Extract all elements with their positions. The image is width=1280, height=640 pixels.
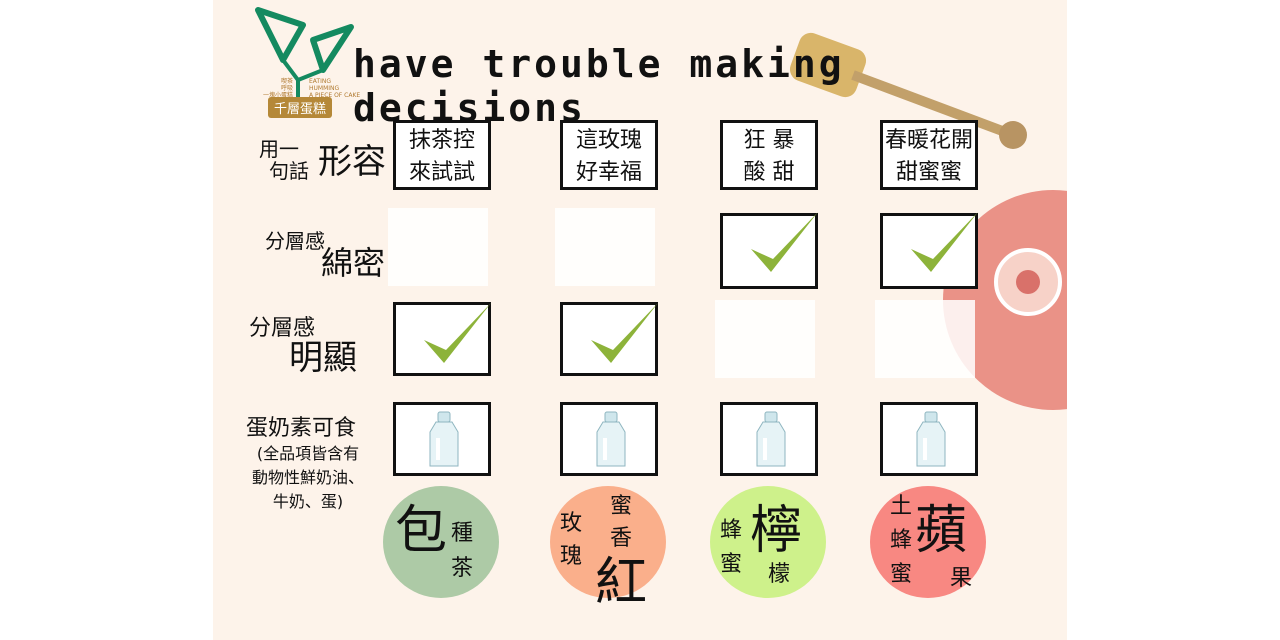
flavor-circle	[550, 486, 666, 598]
flavor-name-char: 蜜	[890, 562, 913, 587]
flavor-name-big: 紅	[595, 553, 648, 613]
row-label-describe-big: 形容	[318, 142, 386, 182]
flavor-name-char: 蜂	[720, 518, 743, 543]
flavor-circle	[710, 486, 826, 598]
flavor-name-big: 檸	[750, 501, 803, 561]
row-label-describe: 用一句話	[259, 137, 309, 183]
sprout-logo-icon	[255, 7, 354, 105]
veg-box	[560, 402, 658, 476]
flavor-circle	[383, 486, 499, 598]
empty-cell	[555, 208, 655, 286]
describe-box: 春暖花開甜蜜蜜	[880, 120, 978, 190]
row-label-veg: 蛋奶素可食	[246, 416, 357, 441]
row-label-dense-big: 綿密	[321, 244, 386, 282]
flavor-name-char: 檬	[768, 562, 791, 587]
flavor-name-char: 蜜	[720, 552, 743, 577]
flavor-name-big: 蘋	[915, 501, 968, 561]
flavor-name-char: 香	[610, 526, 633, 551]
veg-box	[880, 402, 978, 476]
flavor-name-char: 蜜	[610, 494, 633, 519]
row-label-dense: 分層感	[265, 229, 325, 253]
check-icon	[583, 295, 663, 379]
milk-bottle-icon	[591, 410, 631, 474]
dense-box	[880, 212, 978, 289]
flavor-name-big: 包	[395, 501, 448, 561]
empty-cell	[875, 300, 975, 378]
veg-box	[720, 402, 818, 476]
flavor-circle	[870, 486, 986, 598]
logo-zh: 喫茶呼吸一塊小蛋糕	[262, 78, 293, 99]
flavor-name-char: 果	[950, 566, 973, 591]
empty-cell	[715, 300, 815, 378]
dense-box	[720, 212, 818, 289]
flavor-name-char: 蜂	[890, 528, 913, 553]
check-icon	[743, 204, 823, 288]
flavor-name-char: 種	[451, 521, 474, 546]
logo-brand: 千層蛋糕	[268, 97, 333, 118]
page-title: have trouble making decisions	[353, 42, 845, 130]
row-label-distinct-big: 明顯	[289, 338, 357, 378]
flavor-name-char: 茶	[451, 556, 474, 581]
row-label-veg-note: (全品項皆含有動物性鮮奶油、牛奶、蛋)	[251, 444, 364, 511]
check-icon	[416, 295, 496, 379]
flavor-name-char: 土	[890, 494, 913, 519]
describe-box: 抹茶控來試試	[393, 120, 491, 190]
milk-bottle-icon	[424, 410, 464, 474]
veg-box	[393, 402, 491, 476]
distinct-box	[560, 302, 658, 376]
empty-cell	[388, 208, 488, 286]
row-label-distinct: 分層感	[249, 316, 316, 341]
distinct-box	[393, 302, 491, 376]
check-icon	[903, 204, 983, 288]
flavor-name-char: 玫	[560, 511, 583, 536]
describe-box: 狂 暴酸 甜	[720, 120, 818, 190]
milk-bottle-icon	[911, 410, 951, 474]
describe-box: 這玫瑰好幸福	[560, 120, 658, 190]
milk-bottle-icon	[751, 410, 791, 474]
flavor-name-char: 瑰	[560, 544, 583, 569]
